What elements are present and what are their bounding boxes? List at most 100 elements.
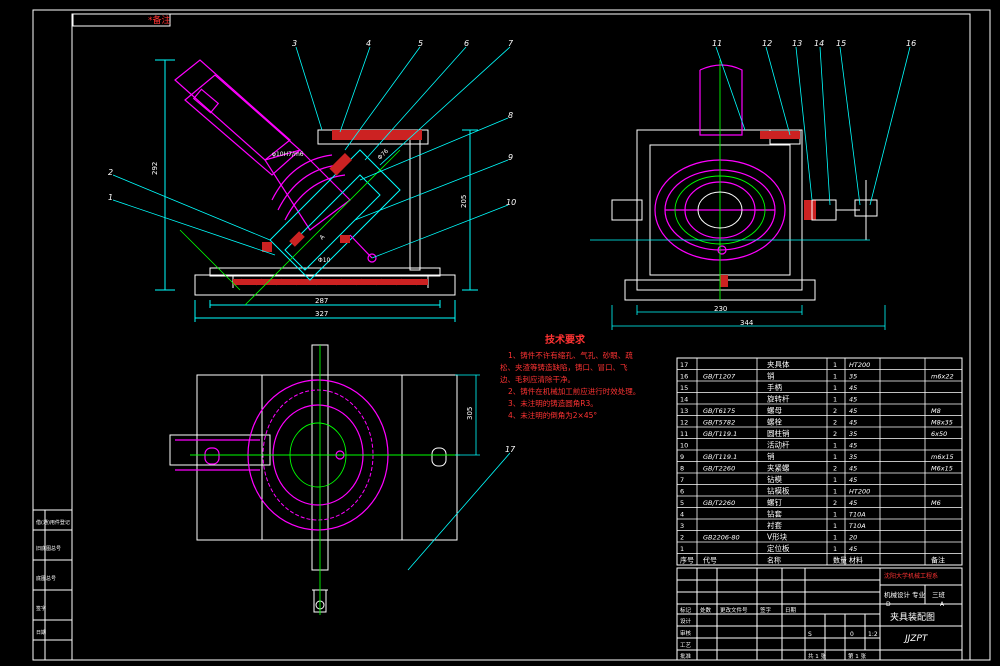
front-view [112, 46, 511, 322]
parts-header-note: 备注 [931, 556, 945, 565]
parts-cell-no: 12 [680, 419, 688, 427]
parts-cell-mat: T10A [849, 511, 866, 519]
parts-cell-qty: 2 [833, 430, 837, 438]
tb-label-7: 工艺 [680, 642, 692, 649]
parts-cell-name: 螺钉 [767, 497, 782, 507]
front-dim-fit: φ10H7/m6 [272, 151, 304, 158]
tech-line-3: 2、铸件在机械加工前应进行时效处理。 [508, 386, 640, 396]
tb-sheet-no: 第 1 张 [848, 652, 866, 660]
parts-cell-note: m6x22 [931, 373, 954, 381]
tb-label-0: 标记 [680, 606, 692, 614]
side-strip-4: 日期 [36, 630, 46, 636]
parts-cell-qty: 1 [833, 396, 837, 404]
side-strip-1: 旧底图总号 [36, 545, 61, 552]
parts-cell-code: GB/T1207 [703, 373, 736, 381]
parts-cell-qty: 1 [833, 453, 837, 461]
parts-cell-qty: 1 [833, 511, 837, 519]
balloon-4: 4 [366, 39, 371, 48]
parts-cell-mat: 45 [849, 545, 857, 553]
title-block [676, 567, 963, 661]
parts-cell-no: 8 [680, 465, 684, 473]
balloon-7: 7 [508, 39, 514, 48]
top-dim-height-right: 305 [466, 407, 474, 420]
tb-label-2: 更改文件号 [720, 606, 748, 614]
tb-mark-d: D [886, 601, 891, 608]
parts-cell-qty: 1 [833, 522, 837, 530]
tb-label-8: 批准 [680, 652, 692, 660]
parts-cell-qty: 2 [833, 499, 837, 507]
side-view [590, 46, 911, 330]
front-slot-label: A [318, 233, 326, 241]
parts-cell-name: 钻模 [767, 474, 782, 484]
parts-header-code: 代号 [703, 556, 717, 565]
tb-weight: 0 [850, 631, 854, 638]
parts-header-no: 序号 [680, 556, 694, 565]
parts-cell-code: GB2206-80 [703, 534, 740, 542]
parts-cell-mat: T10A [849, 522, 866, 530]
parts-cell-qty: 2 [833, 465, 837, 473]
balloon-8: 8 [508, 111, 513, 120]
tb-sheet-type: 三班 [932, 590, 946, 599]
parts-cell-qty: 1 [833, 545, 837, 553]
tb-label-6: 审核 [680, 629, 692, 637]
parts-cell-note: 6x50 [931, 430, 947, 438]
parts-cell-note: m6x15 [931, 453, 954, 461]
tb-label-1: 处数 [700, 606, 712, 614]
parts-cell-no: 3 [680, 522, 684, 530]
parts-cell-name: 衬套 [767, 520, 782, 530]
parts-cell-code: GB/T119.1 [703, 453, 737, 461]
parts-cell-no: 7 [680, 476, 684, 484]
side-dim-width-outer: 344 [740, 319, 754, 327]
parts-cell-qty: 1 [833, 361, 837, 369]
parts-cell-name: 销 [767, 451, 775, 461]
title-tag: *备注 [148, 14, 171, 26]
balloon-2: 2 [108, 168, 113, 177]
tb-sheets: 共 1 张 [808, 652, 826, 660]
parts-cell-no: 5 [680, 499, 684, 507]
parts-cell-name: 圆柱销 [767, 428, 790, 438]
parts-cell-qty: 1 [833, 384, 837, 392]
side-strip [32, 509, 73, 661]
parts-cell-mat: 45 [849, 407, 857, 415]
balloon-5: 5 [418, 39, 423, 48]
parts-cell-name: 旋转杆 [767, 394, 790, 404]
balloon-3: 3 [292, 39, 297, 48]
parts-cell-name: 销 [767, 371, 775, 381]
parts-cell-name: V形块 [767, 532, 788, 542]
parts-cell-no: 11 [680, 430, 688, 438]
parts-header-name: 名称 [767, 556, 781, 565]
parts-cell-qty: 2 [833, 419, 837, 427]
parts-cell-no: 13 [680, 407, 688, 415]
parts-header-mat: 材料 [849, 556, 863, 565]
balloon-10: 10 [506, 198, 516, 207]
parts-cell-no: 16 [680, 373, 688, 381]
parts-cell-mat: 35 [849, 373, 857, 381]
front-dim-height-left: 292 [151, 162, 159, 175]
parts-cell-mat: HT200 [849, 488, 870, 496]
parts-cell-code: GB/T2260 [703, 465, 735, 473]
parts-cell-note: M6x15 [931, 465, 953, 473]
parts-cell-mat: 35 [849, 453, 857, 461]
parts-cell-name: 钻模板 [767, 486, 790, 496]
parts-cell-code: GB/T119.1 [703, 430, 737, 438]
parts-cell-mat: 20 [849, 534, 857, 542]
parts-cell-mat: 35 [849, 430, 857, 438]
parts-cell-qty: 1 [833, 442, 837, 450]
parts-header-qty: 数量 [833, 556, 847, 565]
balloon-1: 1 [108, 193, 113, 202]
drawing-frame [32, 9, 991, 661]
parts-cell-no: 1 [680, 545, 684, 553]
front-dim-diam-b: Φ10 [318, 257, 331, 264]
tech-line-5: 4、未注明的倒角为2×45° [508, 410, 597, 420]
balloon-17: 17 [505, 445, 516, 454]
parts-cell-code: GB/T2260 [703, 499, 735, 507]
parts-cell-note: M8x35 [931, 419, 953, 427]
tech-line-4: 3、未注明的铸造圆角R3。 [508, 398, 598, 408]
parts-cell-qty: 1 [833, 373, 837, 381]
parts-cell-no: 15 [680, 384, 688, 392]
tech-heading: 技术要求 [545, 333, 586, 346]
parts-cell-note: M8 [931, 407, 941, 415]
parts-cell-name: 夹具体 [767, 359, 790, 369]
parts-cell-qty: 2 [833, 407, 837, 415]
